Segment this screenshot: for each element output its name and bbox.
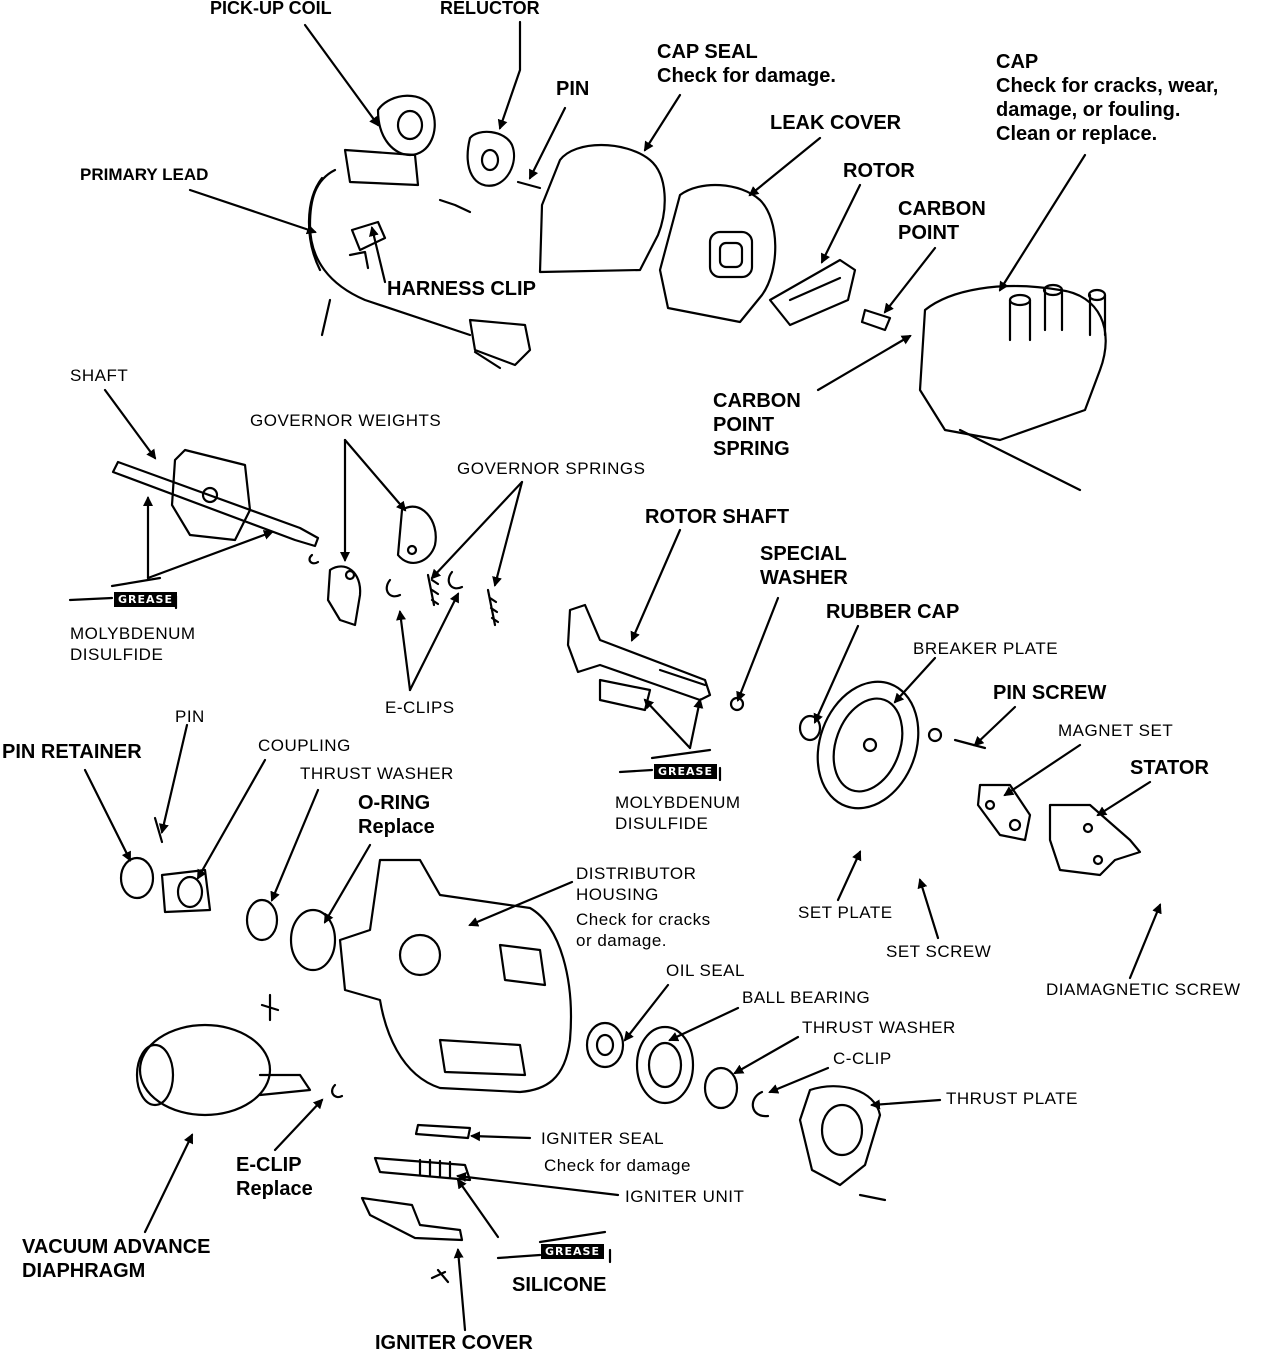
label-special-washer: SPECIAL WASHER <box>760 543 848 589</box>
label-shaft: SHAFT <box>70 366 129 385</box>
label-leak-cover: LEAK COVER <box>770 112 902 134</box>
label-e-clips: E-CLIPS <box>385 698 455 717</box>
leader-lines <box>83 20 1162 1332</box>
distributor-cap-part <box>918 283 1107 492</box>
label-carbon-point: CARBON POINT <box>898 198 986 244</box>
thrust-washer-1-part <box>245 898 279 942</box>
grease-tag-1: GREASE <box>114 592 177 607</box>
label-vacuum-advance-diaphragm: VACUUM ADVANCE DIAPHRAGM <box>22 1236 211 1282</box>
pin-screw-part <box>927 727 987 750</box>
cap-seal-part <box>538 144 666 274</box>
pin-retainer-part <box>119 856 155 900</box>
label-set-screw: SET SCREW <box>886 942 992 961</box>
label-breaker-plate: BREAKER PLATE <box>913 639 1059 658</box>
label-distributor-housing: DISTRIBUTOR HOUSING <box>576 864 697 904</box>
rotor-shaft-part <box>566 603 712 712</box>
label-thrust-washer-1: THRUST WASHER <box>300 764 454 783</box>
label-oil-seal: OIL SEAL <box>666 961 745 980</box>
stator-part <box>1048 803 1142 877</box>
grease-tag-3: GREASE <box>541 1244 604 1259</box>
carbon-point-part <box>860 308 892 332</box>
label-diamagnetic-screw: DIAMAGNETIC SCREW <box>1046 980 1241 999</box>
label-c-clip: C-CLIP <box>833 1049 892 1068</box>
label-igniter-cover: IGNITER COVER <box>375 1332 533 1354</box>
label-pin-retainer: PIN RETAINER <box>2 741 142 763</box>
special-washer-part <box>729 696 745 712</box>
pin-mid-part <box>153 816 164 844</box>
label-thrust-washer-2: THRUST WASHER <box>802 1018 956 1037</box>
e-clips-part <box>308 553 464 598</box>
label-pin-mid: PIN <box>175 707 205 726</box>
vacuum-advance-part <box>135 993 312 1117</box>
label-silicone: SILICONE <box>512 1274 607 1296</box>
label-reluctor: RELUCTOR <box>440 0 540 18</box>
label-molybdenum-disulfide-2: MOLYBDENUM DISULFIDE <box>615 793 741 833</box>
distributor-housing-part <box>338 858 573 1094</box>
igniter-cover-part <box>360 1196 464 1284</box>
label-coupling: COUPLING <box>258 736 351 755</box>
silicone-grease-tube <box>496 1230 612 1264</box>
thrust-plate-part <box>798 1085 887 1202</box>
harness-clip-part <box>348 220 387 270</box>
governor-springs-part <box>426 573 500 627</box>
label-ball-bearing: BALL BEARING <box>742 988 871 1007</box>
label-cap: CAP Check for cracks, wear, damage, or f… <box>996 51 1219 145</box>
oil-seal-part <box>585 1021 625 1069</box>
magnet-set-part <box>976 783 1032 842</box>
label-harness-clip: HARNESS CLIP <box>387 278 536 300</box>
igniter-unit-part <box>373 1156 472 1182</box>
e-clip-part <box>331 1083 344 1099</box>
coupling-part <box>160 868 212 914</box>
leak-cover-part <box>658 183 777 324</box>
label-rotor-shaft: ROTOR SHAFT <box>645 506 790 528</box>
label-rotor: ROTOR <box>843 160 915 182</box>
breaker-plate-part <box>816 680 920 810</box>
label-carbon-point-spring: CARBON POINT SPRING <box>713 390 801 460</box>
label-igniter-seal: IGNITER SEAL <box>541 1129 665 1148</box>
label-igniter-seal-note: Check for damage <box>544 1156 691 1175</box>
rubber-cap-part <box>798 714 822 742</box>
rotor-part <box>768 258 857 327</box>
thrust-washer-2-part <box>703 1066 739 1110</box>
pin-top-part <box>516 180 542 190</box>
label-primary-lead: PRIMARY LEAD <box>80 165 209 184</box>
label-e-clip: E-CLIP Replace <box>236 1154 313 1200</box>
reluctor-part <box>466 130 516 187</box>
label-distributor-housing-note: Check for cracks or damage. <box>576 910 711 950</box>
label-pin-top: PIN <box>556 78 590 100</box>
label-governor-weights: GOVERNOR WEIGHTS <box>250 411 442 430</box>
label-governor-springs: GOVERNOR SPRINGS <box>457 459 646 478</box>
c-clip-part <box>751 1090 770 1118</box>
label-magnet-set: MAGNET SET <box>1058 721 1174 740</box>
igniter-seal-part <box>414 1123 472 1140</box>
label-o-ring: O-RING Replace <box>358 792 435 838</box>
grease-tag-2: GREASE <box>654 764 717 779</box>
governor-weights-part <box>326 505 437 627</box>
moly-grease-tube-2 <box>618 748 722 782</box>
label-thrust-plate: THRUST PLATE <box>946 1089 1078 1108</box>
label-molybdenum-disulfide-1: MOLYBDENUM DISULFIDE <box>70 624 196 664</box>
ball-bearing-part <box>635 1025 695 1105</box>
shaft-part <box>111 448 320 548</box>
label-rubber-cap: RUBBER CAP <box>826 601 960 623</box>
label-pickup-coil: PICK-UP COIL <box>210 0 332 18</box>
label-pin-screw: PIN SCREW <box>993 682 1107 704</box>
label-cap-seal: CAP SEAL Check for damage. <box>657 41 836 87</box>
label-stator: STATOR <box>1130 757 1209 779</box>
label-igniter-unit: IGNITER UNIT <box>625 1187 745 1206</box>
o-ring-part <box>289 908 337 972</box>
pickup-coil-assembly <box>307 94 532 370</box>
label-set-plate: SET PLATE <box>798 903 893 922</box>
